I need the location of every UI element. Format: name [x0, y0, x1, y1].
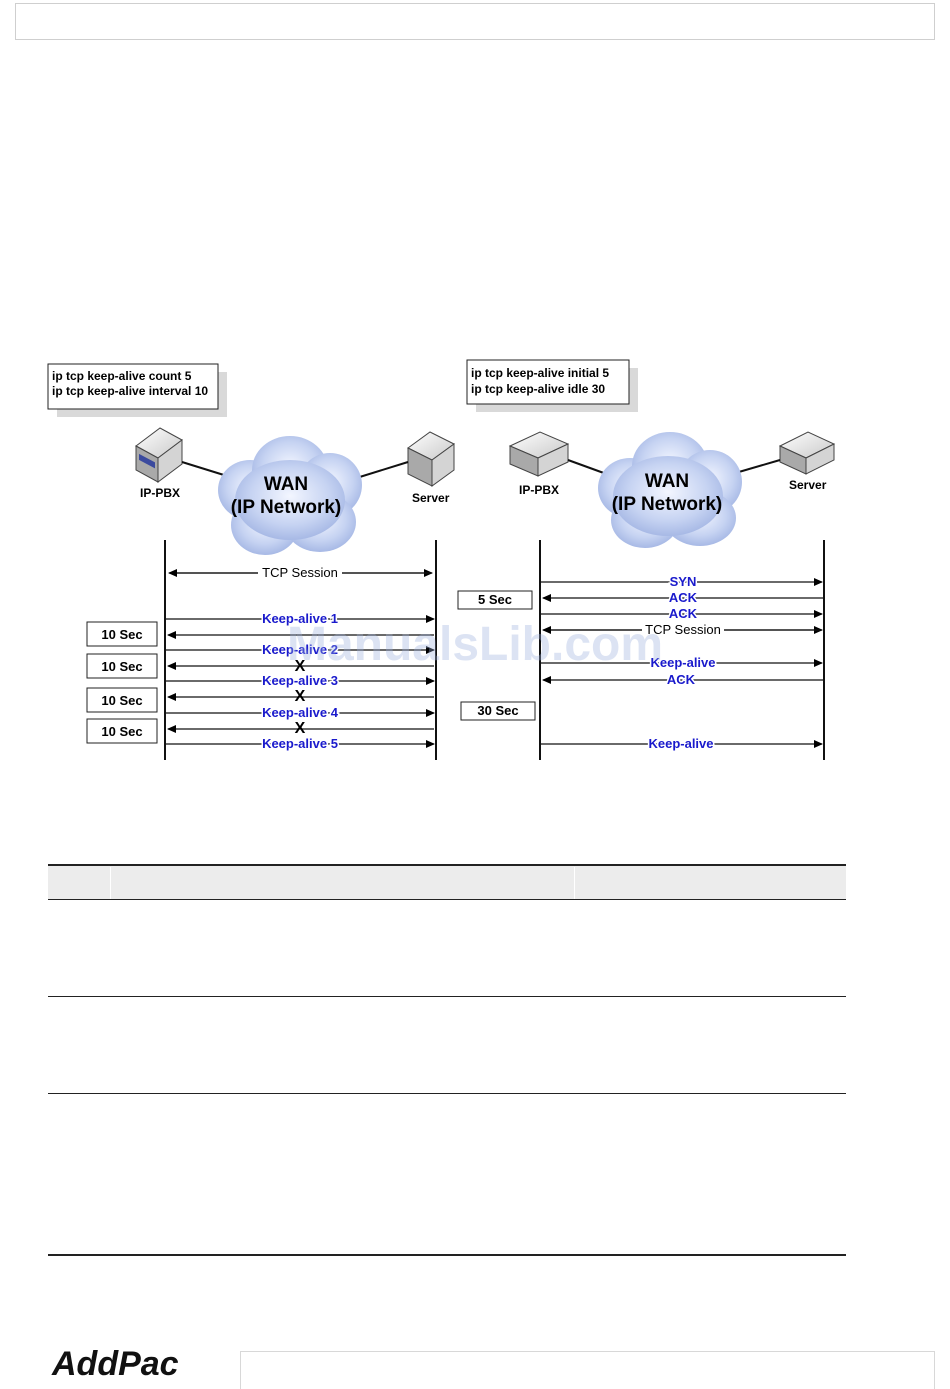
- right-msg-ack-1: ACK: [669, 590, 698, 605]
- right-msg-syn: SYN: [670, 574, 697, 589]
- right-cloud-network-label: (IP Network): [612, 494, 723, 515]
- left-timer-3-label: 10 Sec: [101, 693, 142, 708]
- table-top-rule: [48, 864, 846, 866]
- right-config-line-1: ip tcp keep-alive initial 5: [471, 366, 609, 380]
- left-timer-1-label: 10 Sec: [101, 627, 142, 642]
- left-keepalive-3: Keep-alive 3: [166, 672, 435, 690]
- right-server-device-icon: [778, 431, 836, 475]
- tcp-keepalive-diagram: ip tcp keep-alive count 5 ip tcp keep-al…: [47, 359, 836, 760]
- left-config-line-1: ip tcp keep-alive count 5: [52, 369, 192, 383]
- left-keepalive-2: Keep-alive 2: [166, 641, 435, 659]
- footer-box: [240, 1351, 935, 1389]
- right-config-line-2: ip tcp keep-alive idle 30: [471, 382, 605, 396]
- table-header-rule: [48, 899, 846, 900]
- left-timer-2-label: 10 Sec: [101, 659, 142, 674]
- right-server-label: Server: [789, 478, 827, 492]
- right-config-box: ip tcp keep-alive initial 5 ip tcp keep-…: [466, 359, 638, 412]
- table-row-rule-2: [48, 1093, 846, 1094]
- right-timer-1-label: 5 Sec: [478, 592, 512, 607]
- right-ippbx-device-icon: [508, 431, 570, 477]
- left-keepalive-4: Keep-alive 4: [166, 704, 435, 722]
- right-timer-box-1: 5 Sec: [457, 590, 533, 610]
- left-keepalive-3-label: Keep-alive 3: [262, 673, 338, 688]
- page-header-box: [15, 3, 935, 40]
- left-server-device-icon: [407, 431, 455, 487]
- left-cloud-network-label: (IP Network): [231, 497, 342, 518]
- left-keepalive-2-label: Keep-alive 2: [262, 642, 338, 657]
- watermark-text: ManualsLib.com: [287, 618, 663, 671]
- table-bottom-rule: [48, 1254, 846, 1256]
- table-col-separator-1: [110, 867, 111, 899]
- left-keepalive-5-label: Keep-alive 5: [262, 736, 338, 751]
- left-wan-cloud: [218, 436, 362, 555]
- left-config-line-2: ip tcp keep-alive interval 10: [52, 384, 208, 398]
- table-row-rule-1: [48, 996, 846, 997]
- right-cloud-wan-label: WAN: [645, 471, 689, 492]
- left-fail-mark-3: X: [295, 720, 306, 737]
- right-timer-box-2: 30 Sec: [460, 701, 536, 721]
- right-msg-keepalive-1: Keep-alive: [650, 655, 715, 670]
- left-timer-4-label: 10 Sec: [101, 724, 142, 739]
- left-config-box: ip tcp keep-alive count 5 ip tcp keep-al…: [47, 363, 227, 417]
- addpac-logo: AddPac: [52, 1345, 179, 1383]
- right-msg-ack-2: ACK: [669, 606, 698, 621]
- table-header-row: [48, 866, 846, 899]
- left-fail-mark-2: X: [295, 688, 306, 705]
- left-timer-box-2: 10 Sec: [86, 653, 158, 679]
- left-fail-mark-1: X: [295, 658, 306, 675]
- left-keepalive-1-label: Keep-alive 1: [262, 611, 338, 626]
- left-server-label: Server: [412, 491, 450, 505]
- left-ippbx-device-icon: [135, 427, 183, 483]
- left-ippbx-label: IP-PBX: [140, 486, 180, 500]
- left-keepalive-1: Keep-alive 1: [166, 610, 435, 628]
- right-msg-keepalive-2: Keep-alive: [648, 736, 713, 751]
- right-wan-cloud: [598, 432, 742, 548]
- left-timer-box-1: 10 Sec: [86, 621, 158, 647]
- left-timer-box-3: 10 Sec: [86, 687, 158, 713]
- left-tcp-session-label: TCP Session: [262, 565, 338, 580]
- right-tcp-session-label: TCP Session: [645, 622, 721, 637]
- table-col-separator-2: [574, 867, 575, 899]
- right-ippbx-label: IP-PBX: [519, 483, 559, 497]
- left-cloud-wan-label: WAN: [264, 474, 308, 495]
- right-timer-2-label: 30 Sec: [477, 703, 518, 718]
- left-keepalive-4-label: Keep-alive 4: [262, 705, 339, 720]
- left-keepalive-5: Keep-alive 5: [166, 735, 435, 753]
- left-timer-box-4: 10 Sec: [86, 718, 158, 744]
- right-msg-ack-3: ACK: [667, 672, 696, 687]
